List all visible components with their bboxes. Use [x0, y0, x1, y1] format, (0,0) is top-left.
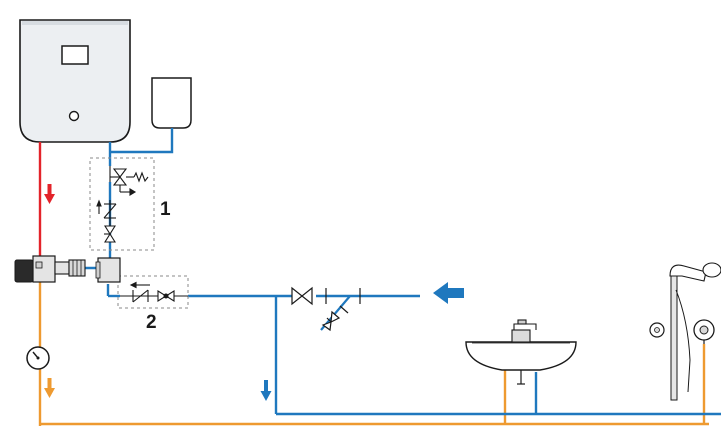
mixed-flow-arrow: [44, 378, 55, 398]
callout-2: 2: [146, 312, 157, 333]
cold-water-pipes: [83, 128, 721, 416]
washbasin: [465, 341, 577, 385]
water-heater: [19, 19, 131, 143]
safety-valve-group: [89, 157, 155, 251]
drain-valve: [320, 295, 351, 332]
mixed-water-pipes: [38, 282, 709, 426]
cold-flow-arrow-down: [260, 380, 272, 401]
cold-inlet-arrow: [433, 282, 464, 304]
washbasin-faucet: [511, 319, 537, 343]
expansion-tank: [151, 77, 192, 129]
callout-1: 1: [160, 199, 171, 220]
thermometer: [26, 346, 50, 370]
shower-set: [649, 262, 721, 401]
heater-display: [61, 45, 89, 65]
hot-flow-arrow: [44, 184, 55, 204]
shutoff-valve: [291, 286, 361, 306]
check-valve-group: [117, 275, 189, 309]
thermostatic-mixing-valve: [14, 255, 121, 283]
heater-knob: [68, 110, 80, 122]
